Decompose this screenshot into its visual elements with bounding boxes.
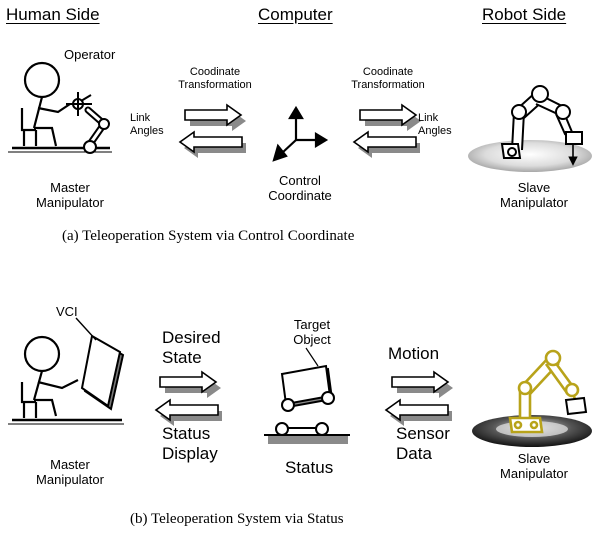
status-label: Status	[285, 458, 334, 477]
operator-figure-a	[8, 61, 112, 153]
control-coordinate-axes	[272, 105, 329, 162]
master-manipulator-a	[66, 92, 110, 154]
arrows-right-b	[384, 370, 453, 426]
target-object-cart	[280, 347, 335, 412]
caption-b: (b) Teleoperation System via Status	[130, 511, 344, 527]
motion-label: Motion	[388, 344, 440, 363]
caption-a: (a) Teleoperation System via Control Coo…	[62, 228, 355, 244]
arrows-left-a	[178, 103, 246, 158]
status-cart	[264, 422, 350, 444]
slave-manipulator-b	[472, 349, 592, 447]
arrows-left-b	[154, 370, 222, 426]
header-computer: Computer	[258, 5, 333, 24]
vci-label: VCI	[56, 304, 78, 319]
operator-figure-b	[8, 335, 124, 425]
slave-manipulator-a	[468, 85, 592, 172]
arrows-right-a	[352, 103, 421, 158]
header-human-side: Human Side	[6, 5, 100, 24]
vci-screen	[75, 317, 125, 411]
header-robot-side: Robot Side	[482, 5, 567, 24]
operator-label: Operator	[64, 47, 116, 62]
